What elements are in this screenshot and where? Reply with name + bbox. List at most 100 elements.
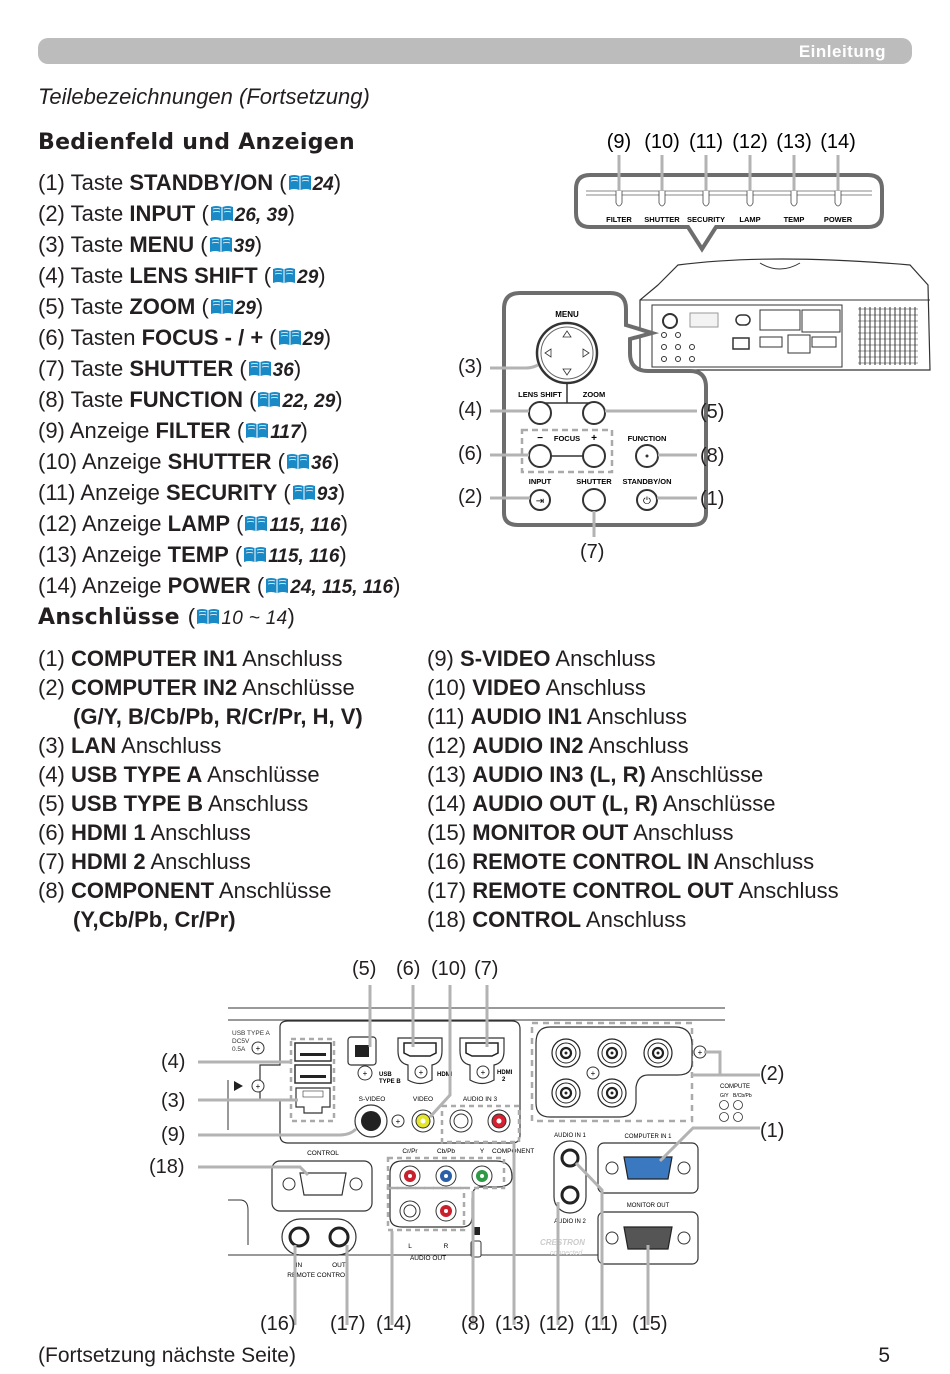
item-prefix: Taste [70,294,124,319]
connector-name: COMPUTER IN2 [71,675,238,700]
svg-text:+: + [419,1068,424,1077]
svg-text:+: + [396,1117,401,1126]
connector-name: COMPUTER IN1 [71,646,238,671]
item-number: (1) [38,646,65,671]
callout-6: (6) [458,443,483,465]
lens-shift-label: LENS SHIFT [518,390,562,399]
book-icon [258,392,281,407]
bnc-pin [656,1051,660,1055]
connector-item: (1) COMPUTER IN1 Anschluss [38,644,363,673]
connector-item: (4) USB TYPE A Anschlüsse [38,760,363,789]
panel-dot [661,332,667,338]
book-icon [287,454,310,469]
svg-text:+: + [256,1082,261,1091]
item-prefix: Anzeige [82,449,162,474]
indicator-led [746,191,754,207]
item-prefix: Anzeige [80,480,160,505]
rear-callout-17: (17) [330,1313,366,1335]
panel-dot [661,356,667,362]
rear-callout-11: (11) [584,1313,619,1335]
callout-7: (7) [580,541,605,563]
page-reference: 29 [234,298,256,319]
item-prefix: Taste [70,201,124,226]
connector-name: USB TYPE A [71,762,203,787]
item-number: (6) [38,820,65,845]
page-subtitle: Teilebezeichnungen (Fortsetzung) [38,84,370,109]
focus-plus-label: + [591,433,597,444]
item-number: (16) [427,849,467,874]
connector-suffix: Anschlüsse [218,878,332,903]
audio-in3-label: AUDIO IN 3 [463,1096,498,1103]
connector-suffix: Anschluss [545,675,646,700]
book-icon [292,485,315,500]
lens-shift-button[interactable] [528,401,552,425]
control-panel-list: (1) Taste STANDBY/ON (24)(2) Taste INPUT… [38,168,400,602]
rear-callout-8: (8) [461,1313,486,1335]
hdmi-2-label-2: 2 [502,1077,506,1083]
svg-text:+: + [256,1044,261,1053]
connector-item: (13) AUDIO IN3 (L, R) Anschlüsse [427,760,839,789]
book-icon [246,423,269,438]
item-number: (9) [38,418,65,443]
control-label: CONTROL [307,1150,339,1157]
item-number: (1) [38,170,65,195]
gy-label: G/Y [720,1093,729,1099]
connectors-list-left: (1) COMPUTER IN1 Anschluss(2) COMPUTER I… [38,644,363,934]
item-name: TEMP [167,542,229,567]
connector-item: (6) HDMI 1 Anschluss [38,818,363,847]
bcbpb-label: B/Cb/Pb [733,1093,752,1099]
focus-minus-button[interactable] [528,444,552,468]
item-number: (4) [38,762,65,787]
focus-plus-button[interactable] [582,444,606,468]
indicator-callout: (13) [776,131,812,153]
item-name: FILTER [155,418,231,443]
indicator-callout: (14) [820,131,856,153]
audio-out-left-port [403,1204,417,1218]
page-reference: 36 [311,453,333,474]
input-button[interactable] [529,489,551,511]
rear-callout-3: (3) [161,1090,186,1112]
indicator-label: FILTER [606,215,632,224]
connector-name: S-VIDEO [460,646,551,671]
item-number: (3) [38,733,65,758]
item-name: SECURITY [166,480,278,505]
zoom-button[interactable] [582,401,606,425]
page-reference: 36 [272,360,294,381]
rear-callout-1: (1) [760,1120,785,1142]
audio-in1-port [560,1148,580,1168]
callout-4: (4) [458,399,483,421]
page-reference: 115, 116 [269,515,341,536]
connector-sub: (G/Y, B/Cb/Pb, R/Cr/Pr, H, V) [73,704,363,729]
connector-item: (14) AUDIO OUT (L, R) Anschlüsse [427,789,839,818]
shutter-button[interactable] [582,488,606,512]
book-icon [197,609,220,624]
connector-item: (Y,Cb/Pb, Cr/Pr) [38,905,363,934]
page-reference: 24 [312,174,334,195]
item-name: LENS SHIFT [129,263,258,288]
connector-sub: (Y,Cb/Pb, Cr/Pr) [73,907,236,932]
panel-dot [689,344,695,350]
item-prefix: Taste [70,170,124,195]
connector-item: (15) MONITOR OUT Anschluss [427,818,839,847]
usb-a-port-2 [294,1064,332,1084]
control-item: (2) Taste INPUT (26, 39) [38,201,295,226]
indicator-callouts: (9)(10)(11)(12)(13)(14) [607,131,856,153]
menu-label: MENU [555,310,579,319]
standby-button[interactable] [636,489,658,511]
computer-in2-label: COMPUTE [720,1084,750,1090]
indicator-led [658,191,666,207]
indicator-led [702,191,710,207]
control-item: (12) Anzeige LAMP (115, 116) [38,511,348,536]
panel-dot [675,344,681,350]
rear-callout-18: (18) [149,1156,185,1178]
usb-b-label-1: USB [379,1072,392,1078]
video-label: VIDEO [413,1096,433,1103]
item-number: (14) [38,573,78,598]
rear-callout-16: (16) [260,1313,296,1335]
indicator-callout: (9) [607,131,631,153]
indicator-label: SHUTTER [644,215,680,224]
item-number: (17) [427,878,467,903]
item-number: (10) [38,449,78,474]
connector-suffix: Anschluss [713,849,815,874]
item-number: (11) [427,704,465,729]
